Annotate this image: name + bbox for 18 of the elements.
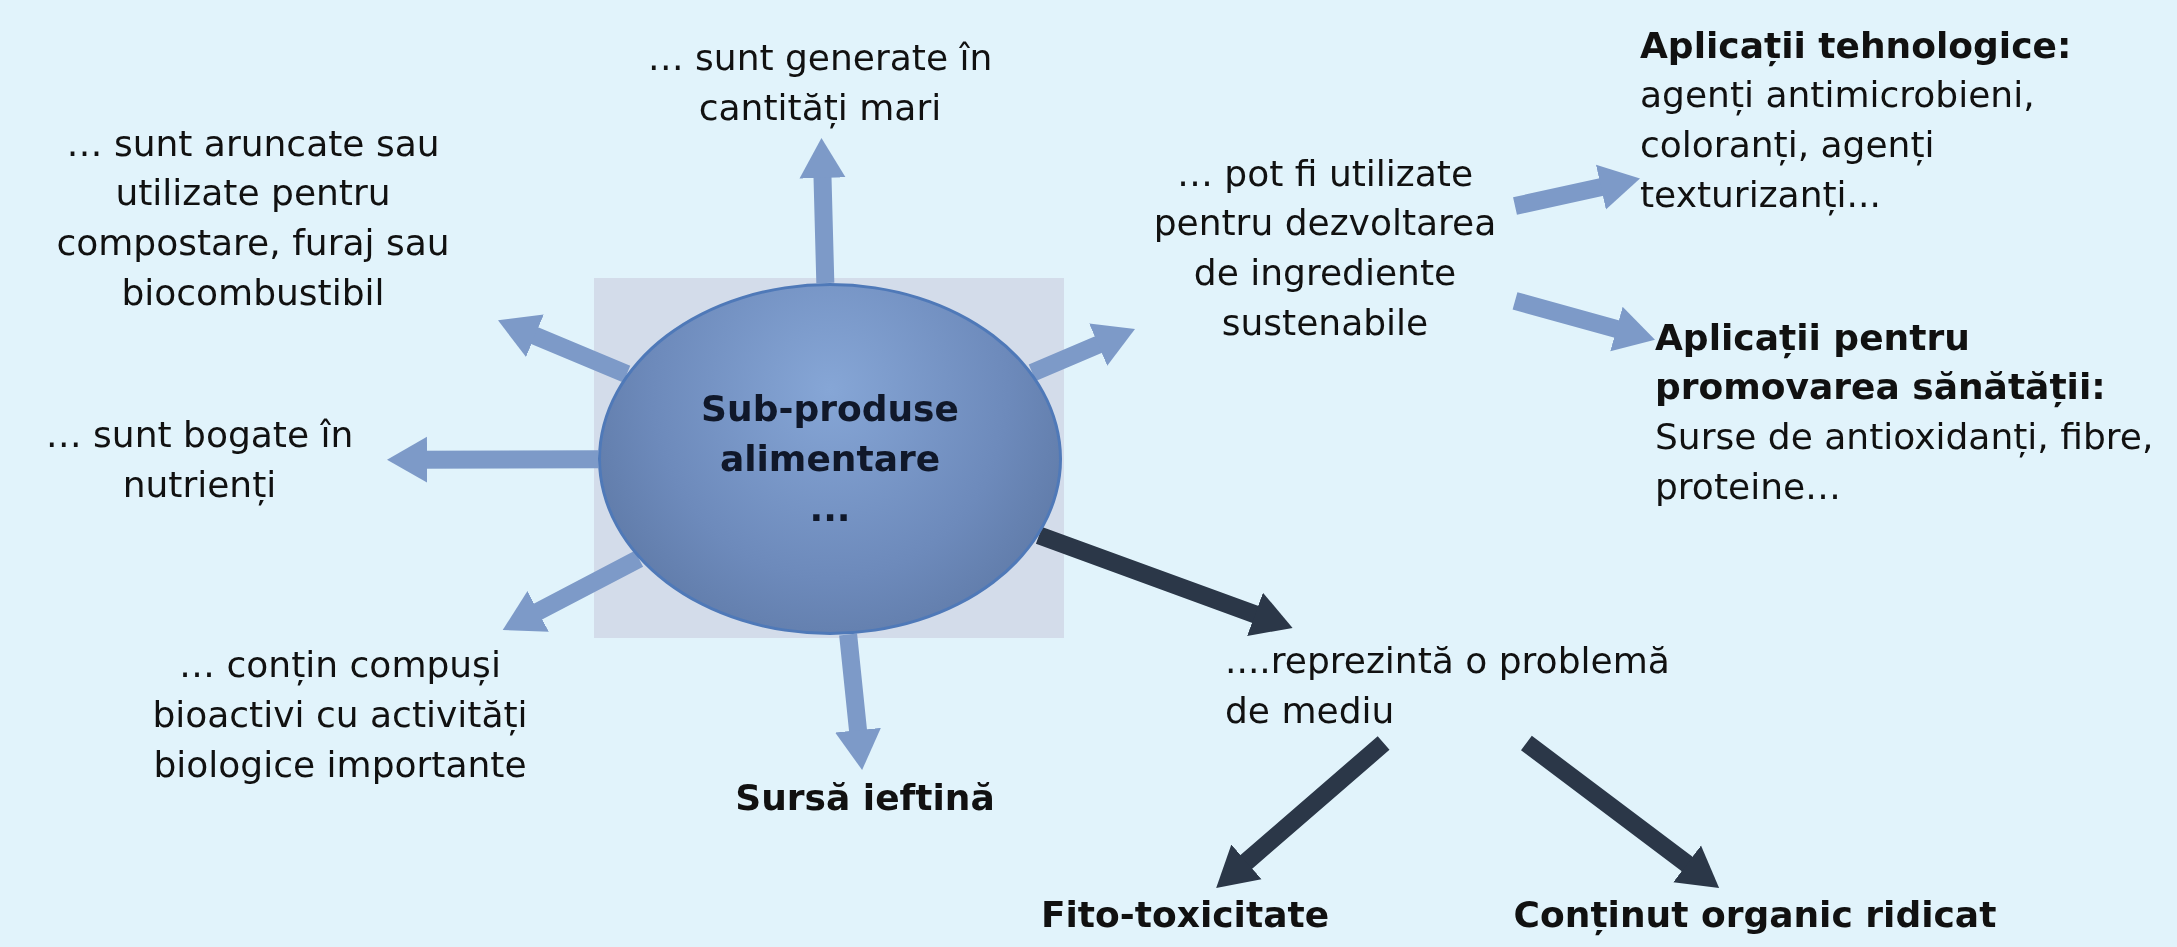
heading-text: Aplicații pentru promovarea sănătății: [1655,315,2107,410]
text-label: agenți antimicrobieni, coloranți, agenți texturizanți... [1640,73,2036,218]
text-label: … sunt aruncate sau utilizate pentru compostare, furaj sau biocombustibil [55,121,451,315]
heading-text: Aplicații tehnologice: [1640,23,2072,69]
text-label: ....reprezintă o problemă de mediu [1225,638,1671,733]
text-label: Fito-toxicitate [1040,893,1330,938]
text-label: Surse de antioxidanți, fibre, proteine… [1655,415,2155,509]
block-arrow [1512,292,1658,352]
text-label: Conținut organic ridicat [1513,893,1997,938]
block-arrow [387,436,598,483]
text-label: … conțin compuși bioactivi cu activități biologice importante [151,643,529,787]
text-label: … sunt bogate în nutrienți [44,413,355,508]
text-label: … pot fi utilizate pentru dezvoltarea de ingrediente sustenabile [1152,151,1498,345]
text-label: … sunt generate în cantități mari [646,36,994,131]
text-label: Sursă ieftină [735,776,995,821]
block-arrow [835,633,881,771]
block-arrow [1513,164,1642,215]
block-arrow [799,137,846,284]
